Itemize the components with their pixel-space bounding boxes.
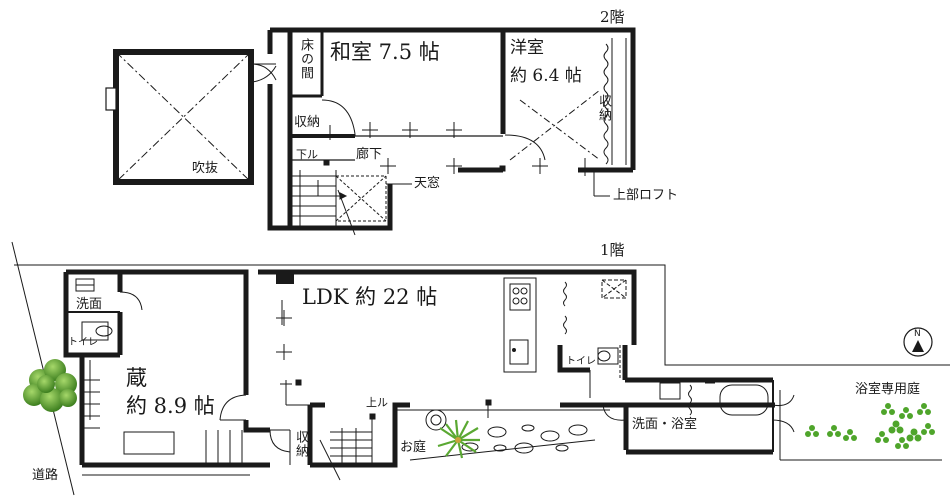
stairs-down-label: 下ル (296, 148, 318, 161)
tenmado-label: 天窓 (414, 176, 441, 191)
youshitsu-label: 洋室 (510, 38, 544, 58)
ldk-label: LDK 約 22 帖 (302, 285, 438, 309)
senmen-yokushitsu-label: 洗面・浴室 (632, 417, 698, 432)
kura-room (82, 360, 247, 465)
first-floor-plan (11, 241, 950, 496)
corridor-marks (329, 122, 586, 176)
garden-palm-plant (437, 419, 480, 459)
toilet-east-label: トイレ (566, 356, 596, 367)
douro-label: 道路 (32, 468, 59, 483)
fukinuke-label: 吹抜 (192, 161, 219, 176)
north-label: N (914, 329, 921, 339)
shuno-1f-label: 収納 (293, 430, 308, 458)
loft-label: 上部ロフト (613, 188, 679, 203)
north-arrow-icon (903, 327, 933, 357)
toilet-west-label: トイレ (68, 337, 98, 348)
tree-near-road (23, 359, 77, 412)
tokonoma-label: 床の間 (298, 38, 313, 80)
kura-label: 蔵 (126, 366, 147, 390)
stairs-1f (319, 413, 376, 481)
second-floor-plan (105, 27, 636, 236)
ldk-marks (276, 300, 496, 418)
youshitsu-size-label: 約 6.4 帖 (510, 66, 582, 86)
first-floor-walls (63, 269, 775, 468)
senmen-label: 洗面 (76, 297, 103, 312)
shuno-east-label: 収納 (596, 94, 611, 122)
toilet-east (589, 345, 621, 398)
storage-1f (269, 429, 291, 465)
stairs-2f (292, 159, 412, 236)
stairs-up-label: 上ル (366, 396, 388, 409)
floor-label-1f: 1階 (600, 241, 625, 259)
site-boundary (14, 264, 950, 366)
rouka-label: 廊下 (356, 147, 383, 162)
bath-garden-plants (805, 403, 935, 449)
floor-label-2f: 2階 (600, 8, 625, 26)
oniwa-label: お庭 (400, 440, 427, 455)
shuno-west-label: 収納 (294, 115, 321, 130)
washitsu-label: 和室 7.5 帖 (330, 40, 440, 64)
youshitsu-room (504, 38, 627, 165)
entrance-door-2f (251, 52, 277, 83)
yokushitsu-niwa-label: 浴室専用庭 (855, 382, 921, 397)
second-floor-walls (267, 27, 636, 231)
kura-size-label: 約 8.9 帖 (126, 394, 215, 418)
washitsu-walls (290, 30, 503, 161)
kitchen-counter (503, 277, 627, 373)
garden (395, 390, 942, 461)
fukinuke-room (105, 49, 254, 185)
bath-area (602, 382, 795, 433)
wash-room-west (66, 278, 143, 341)
